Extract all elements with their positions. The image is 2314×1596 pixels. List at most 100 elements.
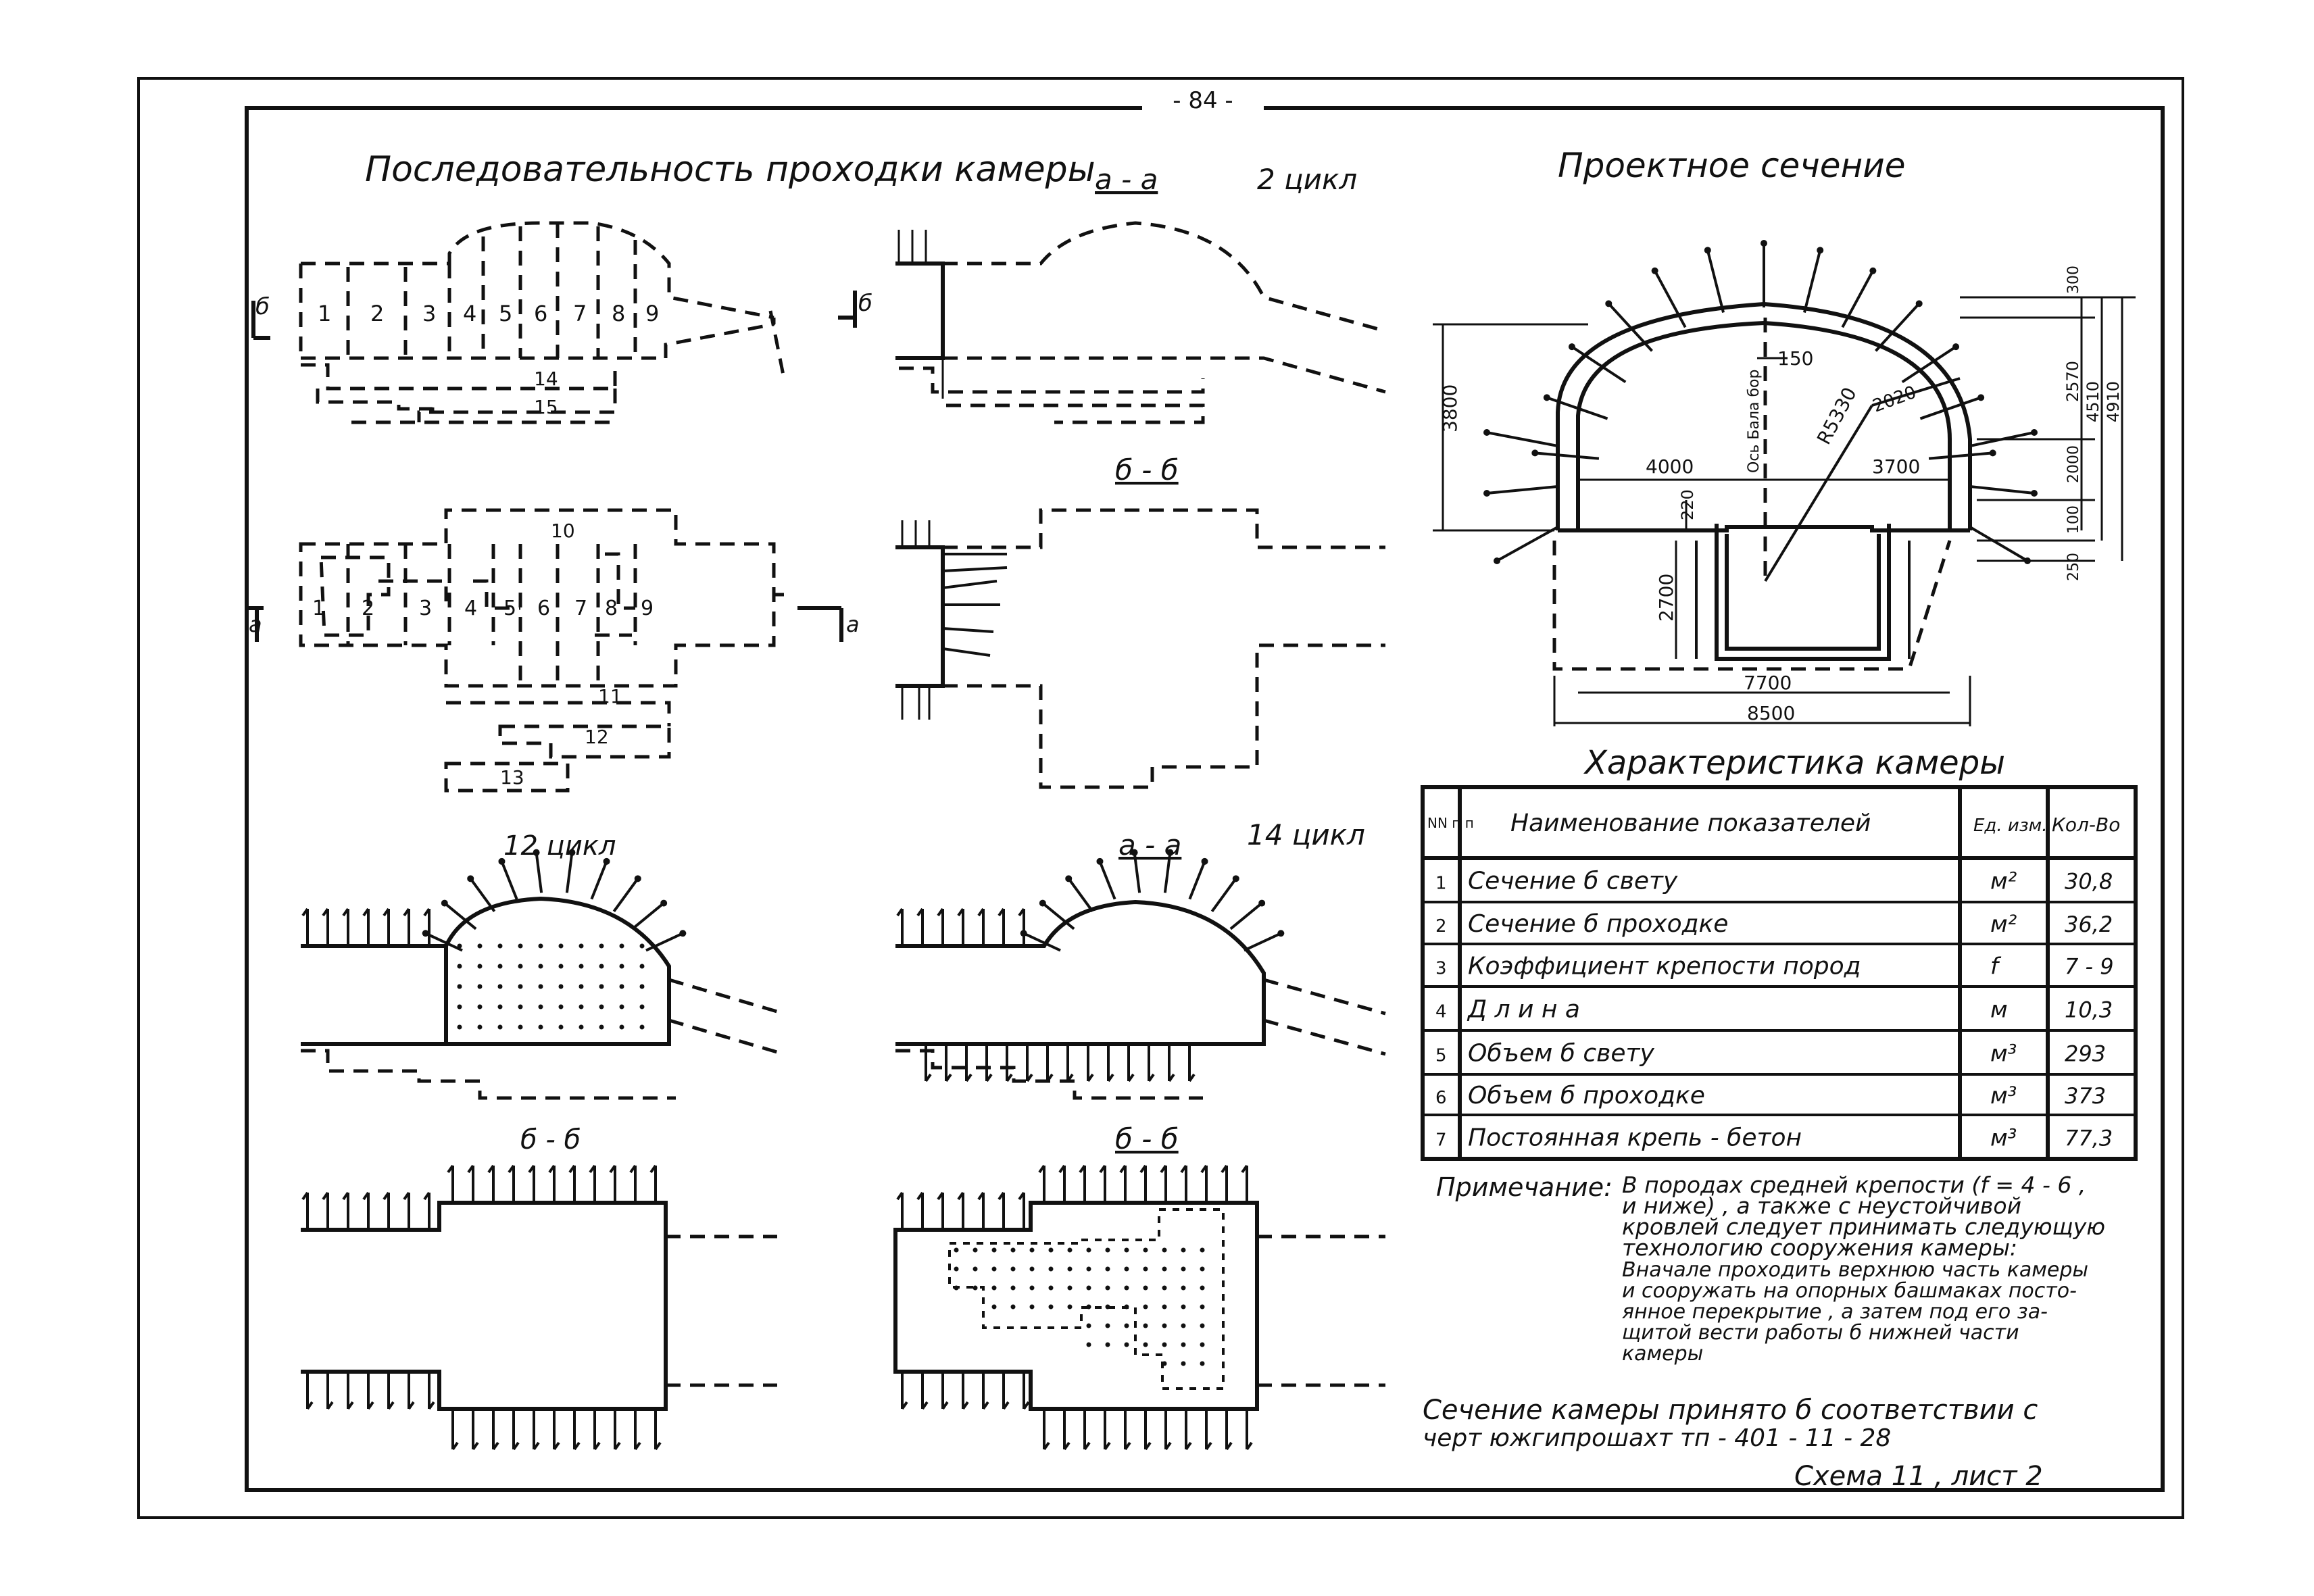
table-row-number: 3 (1435, 959, 1447, 979)
section-aa-bottom-diagram (895, 849, 1386, 1100)
dim-4000: 4000 (1646, 455, 1694, 478)
upper-cut-mark-left: б (255, 293, 270, 320)
table-row-unit: м² (1990, 868, 2017, 895)
design-section-title: Проектное сечение (1558, 146, 1905, 185)
note-label: Примечание: (1436, 1172, 1613, 1202)
note-line: янное перекрытие , а затем под его за- (1622, 1300, 2048, 1324)
table-row-name: Сечение б свету (1468, 868, 1678, 895)
lower-cell-1: 1 (312, 597, 325, 620)
table-row-name: Д л и н а (1467, 996, 1580, 1024)
table-row-unit: м³ (1990, 1125, 2017, 1152)
dim-2700: 2700 (1655, 574, 1677, 622)
section-aa-top-label: a - a (1095, 163, 1158, 196)
table-row-number: 7 (1435, 1130, 1447, 1151)
section-bb-bottom-label: б - б (1115, 1122, 1179, 1155)
table-row-name: Объем б проходке (1468, 1082, 1705, 1109)
scheme-label: Схема 11 , лист 2 (1794, 1461, 2043, 1492)
dim-3800: 3800 (1439, 384, 1461, 432)
upper-cell-9: 9 (645, 301, 659, 326)
cycle-12-label: 12 цикл (503, 830, 616, 862)
lower-step-13: 13 (500, 766, 524, 789)
upper-cell-6: 6 (534, 301, 547, 326)
table-header-unit: Ед. изм. (1973, 816, 2048, 836)
note-line: В породах средней крепости (f = 4 - 6 , (1622, 1172, 2086, 1198)
table-title: Характеристика камеры (1583, 744, 2005, 782)
lower-cell-5: 5 (503, 597, 516, 620)
table-row-qty: 293 (2065, 1041, 2106, 1067)
section-bb-top-diagram (895, 508, 1385, 789)
lower-cut-mark-right: a (846, 612, 860, 637)
table-row-unit: м³ (1990, 1082, 2017, 1109)
table-row-unit: f (1990, 953, 2002, 980)
table-row-qty: 373 (2065, 1083, 2106, 1109)
table-row-qty: 30,8 (2065, 869, 2113, 895)
lower-step-11: 11 (598, 685, 622, 707)
upper-cell-2: 2 (370, 301, 384, 326)
table-row-unit: м² (1990, 911, 2017, 938)
table-header-num: NN п п (1427, 815, 1474, 831)
table-row-qty: 77,3 (2065, 1126, 2113, 1151)
dim-3700: 3700 (1872, 455, 1920, 478)
lower-cell-3: 3 (419, 597, 432, 620)
sequence-title: Последовательность проходки камеры (365, 149, 1096, 190)
page-number: - 84 - (1173, 87, 1233, 114)
lower-cell-7: 7 (574, 597, 587, 620)
note-line: кровлей следует принимать следующую (1622, 1214, 2105, 1240)
dim-150: 150 (1777, 347, 1813, 370)
design-section-diagram (1433, 240, 2136, 726)
table-row-qty: 36,2 (2065, 912, 2113, 937)
upper-cell-5: 5 (499, 301, 512, 326)
axis-label: Ось Бала бор (1746, 370, 1763, 473)
table-row-number: 1 (1435, 874, 1447, 894)
table-row-qty: 10,3 (2065, 997, 2113, 1023)
sequence-upper-diagram (251, 221, 857, 424)
table-row-name: Коэффициент крепости пород (1468, 953, 1861, 980)
note-line: технологию сооружения камеры: (1622, 1235, 2017, 1261)
lower-cell-2: 2 (362, 597, 374, 620)
upper-step-14: 14 (534, 368, 558, 390)
lower-step-10: 10 (551, 520, 575, 542)
note-line: камеры (1622, 1342, 1703, 1366)
table-row-qty: 7 - 9 (2065, 954, 2114, 980)
upper-cut-mark-right: б (858, 290, 872, 317)
footer-line-2: черт южгипрошахт тп - 401 - 11 - 28 (1423, 1424, 1891, 1452)
cycle-12-elevation (301, 849, 785, 1100)
upper-cell-8: 8 (612, 301, 625, 326)
note-line: и сооружать на опорных башмаках посто- (1622, 1279, 2077, 1303)
footer-line-1: Сечение камеры принято б соответствии с (1423, 1395, 2038, 1426)
table-row-number: 6 (1435, 1088, 1447, 1108)
table-row-number: 5 (1435, 1046, 1447, 1066)
dim-100: 100 (2065, 505, 2082, 534)
upper-cell-1: 1 (318, 301, 331, 326)
upper-step-15: 15 (534, 396, 558, 418)
upper-cell-4: 4 (463, 301, 476, 326)
lower-cut-mark-left: a (249, 612, 262, 637)
upper-cell-3: 3 (422, 301, 436, 326)
characteristics-table (1421, 785, 2138, 1161)
note-line: Вначале проходить верхнюю часть камеры (1622, 1258, 2088, 1282)
cycle-14-label: 14 цикл (1247, 818, 1365, 851)
note-line: и ниже) , а также с неустойчивой (1622, 1193, 2021, 1219)
cycle-12-plan (301, 1164, 777, 1451)
table-row-number: 4 (1435, 1002, 1447, 1022)
table-row-name: Объем б свету (1468, 1040, 1654, 1068)
dim-2570: 2570 (2063, 361, 2082, 402)
section-bb-bottom-diagram (893, 1164, 1385, 1451)
lower-cell-9: 9 (641, 597, 654, 620)
dim-8500: 8500 (1747, 702, 1795, 724)
lower-cell-4: 4 (464, 597, 477, 620)
dim-300: 300 (2065, 266, 2082, 294)
lower-cell-8: 8 (605, 597, 618, 620)
sequence-lower-diagram (247, 508, 843, 793)
dim-4510: 4510 (2084, 381, 2102, 422)
note-line: щитой вести работы б нижней части (1622, 1321, 2019, 1345)
dim-7700: 7700 (1744, 672, 1792, 694)
dim-2000: 2000 (2065, 445, 2082, 483)
dim-220: 220 (1678, 489, 1697, 520)
table-row-unit: м (1990, 997, 2008, 1024)
lower-cell-6: 6 (537, 597, 550, 620)
dim-250: 250 (2065, 553, 2082, 581)
cycle-12-section-label: б - б (520, 1124, 581, 1155)
table-row-name: Сечение б проходке (1468, 910, 1728, 938)
cycle-2-label: 2 цикл (1257, 163, 1357, 196)
